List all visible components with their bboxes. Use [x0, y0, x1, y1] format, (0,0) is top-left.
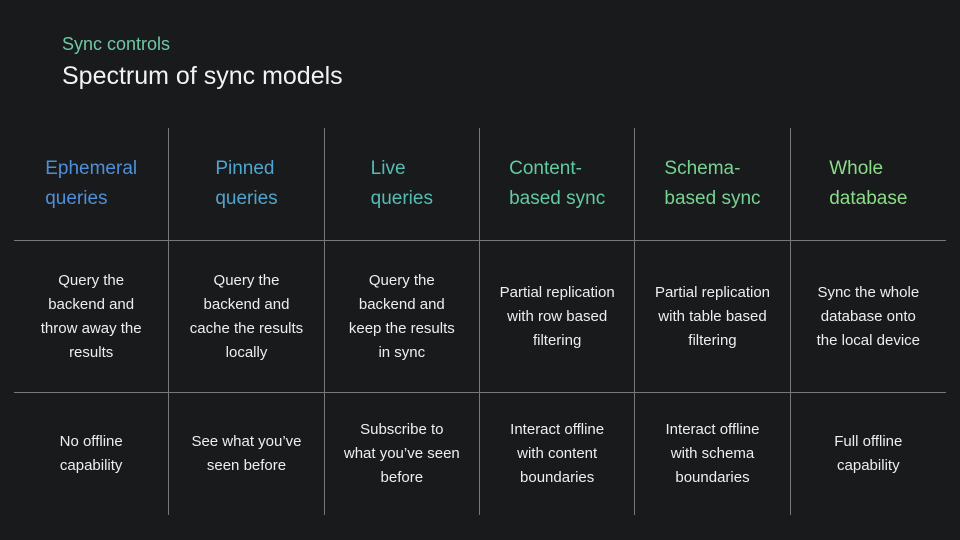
column-header-ephemeral-queries: Ephemeral queries — [14, 128, 170, 240]
description-text: Sync the whole database onto the local d… — [816, 283, 921, 349]
description-text: Partial replication with row based filte… — [499, 283, 615, 349]
offline-capability-cell: Interact offline with schema boundaries — [635, 392, 791, 515]
offline-capability-text: Subscribe to what you’ve seen before — [343, 421, 460, 486]
offline-capability-cell: Subscribe to what you’ve seen before — [324, 392, 480, 515]
description-cell: Partial replication with row based filte… — [479, 240, 636, 392]
description-cell: Query the backend and keep the results i… — [324, 240, 480, 392]
column-header-label: Whole database — [829, 158, 908, 209]
column-header-label: Schema- based sync — [664, 158, 761, 209]
column-header-content-based-sync: Content- based sync — [480, 128, 636, 240]
column-header-label: Content- based sync — [509, 158, 606, 209]
offline-capability-cell: No offline capability — [14, 392, 170, 515]
description-text: Query the backend and cache the results … — [189, 271, 304, 361]
column-header-label: Live queries — [370, 158, 433, 209]
description-cell: Query the backend and cache the results … — [169, 240, 325, 392]
slide-heading: Sync controls Spectrum of sync models — [62, 32, 343, 92]
sync-models-table: Ephemeral queries Pinned queries Live qu… — [14, 128, 946, 515]
offline-capability-text: See what you’ve seen before — [191, 433, 302, 474]
column-header-pinned-queries: Pinned queries — [169, 128, 325, 240]
offline-capability-text: Full offline capability — [834, 433, 903, 474]
description-text: Partial replication with table based fil… — [654, 283, 771, 349]
offline-capability-text: Interact offline with content boundaries — [510, 421, 605, 486]
offline-capability-cell: Full offline capability — [790, 392, 946, 515]
description-cell: Sync the whole database onto the local d… — [790, 240, 946, 392]
column-header-label: Ephemeral queries — [45, 158, 138, 209]
column-header-live-queries: Live queries — [325, 128, 480, 240]
description-text: Query the backend and keep the results i… — [348, 271, 455, 361]
description-cell: Partial replication with table based fil… — [635, 240, 791, 392]
offline-capability-cell: Interact offline with content boundaries — [479, 392, 636, 515]
offline-capability-text: No offline capability — [59, 433, 123, 474]
description-cell: Query the backend and throw away the res… — [14, 240, 170, 392]
description-text: Query the backend and throw away the res… — [40, 271, 142, 361]
column-header-label: Pinned queries — [215, 158, 278, 209]
column-header-whole-database: Whole database — [791, 128, 946, 240]
offline-capability-text: Interact offline with schema boundaries — [665, 421, 760, 486]
page-title: Spectrum of sync models — [62, 62, 343, 90]
column-header-schema-based-sync: Schema- based sync — [635, 128, 791, 240]
offline-capability-cell: See what you’ve seen before — [169, 392, 325, 515]
kicker: Sync controls — [62, 34, 171, 54]
